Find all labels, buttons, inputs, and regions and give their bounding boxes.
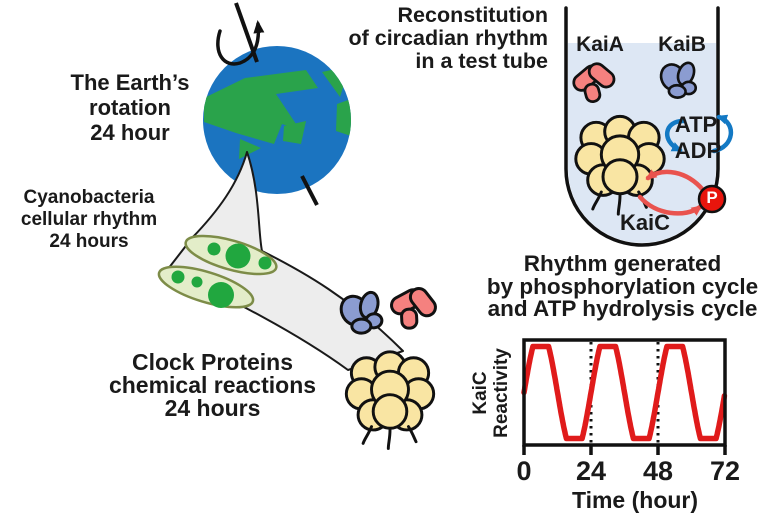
x-tick-label: 48 <box>642 456 674 486</box>
caption-line: cellular rhythm <box>20 209 158 230</box>
rotation-arrow-icon <box>216 20 265 66</box>
caption-line: Reconstitution <box>397 3 549 27</box>
x-tick-label: 72 <box>709 456 741 486</box>
clock-proteins-caption: Clock Proteins chemical reactions 24 hou… <box>60 351 365 420</box>
x-tick-label: 24 <box>575 456 607 486</box>
caption-line: Clock Proteins <box>131 349 294 375</box>
cyanobacteria-cells <box>157 234 278 309</box>
caption-line: 24 hours <box>164 395 261 421</box>
kaiA-label: KaiA <box>576 33 624 56</box>
chart-x-axis-label: Time (hour) <box>571 487 699 513</box>
kaiB-label: KaiB <box>658 33 706 56</box>
reactivity-chart <box>521 338 728 455</box>
x-tick-label: 0 <box>516 456 532 486</box>
chart-title-line: Rhythm generated <box>523 251 722 276</box>
caption-line: 24 hour <box>90 120 170 145</box>
chart-title: Rhythm generated by phosphorylation cycl… <box>470 251 775 321</box>
chart-title-line: and ATP hydrolysis cycle <box>487 296 758 321</box>
caption-line: 24 hours <box>49 231 129 252</box>
atp-adp-cycle-arrows <box>665 114 733 154</box>
caption-line: rotation <box>89 95 171 120</box>
phosphate-icon <box>697 184 727 214</box>
caption-line: The Earth’s <box>70 70 190 95</box>
cyanobacteria-caption: Cyanobacteria cellular rhythm 24 hours <box>0 187 178 253</box>
cell-granules <box>171 242 272 308</box>
phosphorylation-cycle-arrows <box>637 169 706 216</box>
caption-line: chemical reactions <box>108 372 317 398</box>
reconstitution-caption: Reconstitution of circadian rhythm in a … <box>305 4 548 73</box>
caption-line: of circadian rhythm <box>348 26 548 50</box>
y-label-line: KaiC <box>470 371 491 415</box>
atp-label: ATP <box>674 112 718 137</box>
kaiA-protein-icon <box>382 277 445 337</box>
earth-axis-bottom <box>300 175 319 206</box>
earth-rotation-caption: The Earth’s rotation 24 hour <box>30 70 230 145</box>
chart-title-line: by phosphorylation cycle <box>486 273 759 299</box>
chart-y-axis-label: KaiC Reactivity <box>470 308 512 478</box>
earth-globe <box>203 2 351 206</box>
y-label-line: Reactivity <box>491 348 512 438</box>
adp-label: ADP <box>674 138 722 163</box>
chart-frame <box>522 338 727 447</box>
kaiC-label: KaiC <box>619 210 671 235</box>
reactivity-wave <box>521 343 728 442</box>
caption-line: in a test tube <box>415 49 548 73</box>
phosphate-label: P <box>706 188 718 207</box>
caption-line: Cyanobacteria <box>23 187 155 208</box>
